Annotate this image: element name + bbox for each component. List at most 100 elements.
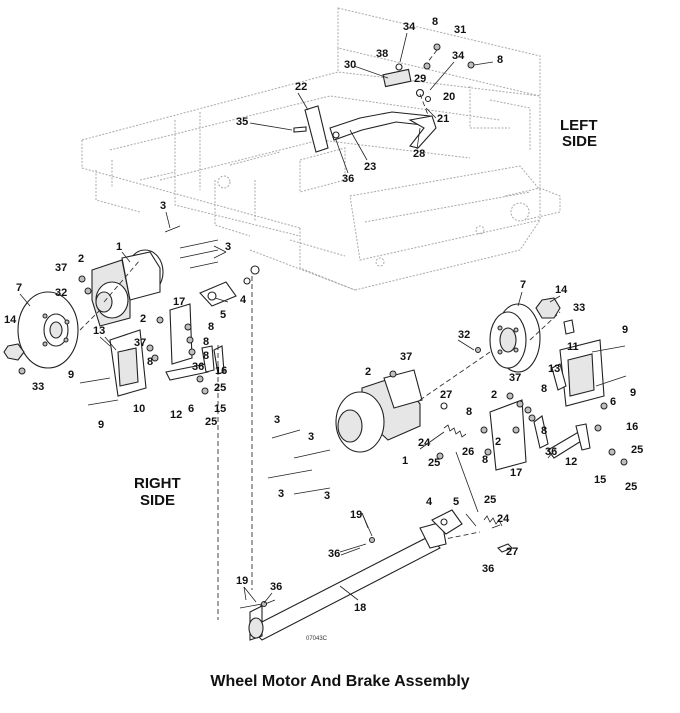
callout-37: 37: [134, 337, 146, 349]
callout-9: 9: [630, 387, 636, 399]
callout-23: 23: [364, 161, 376, 173]
callout-18: 18: [354, 602, 366, 614]
side-labels: LEFT SIDE RIGHT SIDE: [134, 117, 598, 509]
callout-31: 31: [454, 24, 466, 36]
callout-37: 37: [509, 372, 521, 384]
callout-25: 25: [205, 416, 217, 428]
callout-2: 2: [365, 366, 371, 378]
callout-36: 36: [482, 563, 494, 575]
callout-2: 2: [495, 436, 501, 448]
callout-8: 8: [203, 336, 209, 348]
callout-11: 11: [567, 341, 579, 353]
callout-7: 7: [16, 282, 22, 294]
callout-19: 19: [236, 575, 248, 587]
callout-8: 8: [541, 425, 547, 437]
callout-24: 24: [497, 513, 510, 525]
callout-10: 10: [133, 403, 145, 415]
callout-3: 3: [278, 488, 284, 500]
callout-19: 19: [350, 509, 362, 521]
right-side-assembly: [3, 225, 260, 620]
callout-27: 27: [506, 546, 518, 558]
callout-2: 2: [140, 313, 146, 325]
callout-8: 8: [203, 350, 209, 362]
callout-8: 8: [541, 383, 547, 395]
callout-33: 33: [573, 302, 585, 314]
callout-36: 36: [192, 361, 204, 373]
callout-32: 32: [55, 287, 67, 299]
callout-22: 22: [295, 81, 307, 93]
callout-16: 16: [215, 365, 227, 377]
callout-2: 2: [491, 389, 497, 401]
callout-26: 26: [462, 446, 474, 458]
callout-8: 8: [497, 54, 503, 66]
callout-21: 21: [437, 113, 449, 125]
drawing-code: 07043C: [306, 636, 328, 642]
callout-9: 9: [622, 324, 628, 336]
callout-4: 4: [240, 294, 247, 306]
brake-lever-group: [293, 43, 475, 153]
callout-6: 6: [188, 403, 194, 415]
callout-34: 34: [452, 50, 465, 62]
callout-labels: 34 8 31 38 34 8 30 29 20 22 21 35 28 23 …: [4, 16, 643, 614]
callout-36: 36: [270, 581, 282, 593]
callout-33: 33: [32, 381, 44, 393]
callout-12: 12: [170, 409, 182, 421]
right-side-label-line2: SIDE: [140, 492, 175, 509]
brake-rod-assembly: [239, 509, 513, 641]
diagram-caption: Wheel Motor And Brake Assembly: [210, 673, 470, 690]
callout-25: 25: [625, 481, 637, 493]
callout-6: 6: [610, 396, 616, 408]
callout-30: 30: [344, 59, 356, 71]
callout-35: 35: [236, 116, 248, 128]
callout-8: 8: [432, 16, 438, 28]
callout-13: 13: [548, 363, 560, 375]
callout-12: 12: [565, 456, 577, 468]
callout-36: 36: [342, 173, 354, 185]
callout-2: 2: [78, 253, 84, 265]
callout-9: 9: [98, 419, 104, 431]
callout-15: 15: [214, 403, 226, 415]
callout-24: 24: [418, 437, 431, 449]
callout-28: 28: [413, 148, 425, 160]
right-side-label-line1: RIGHT: [134, 475, 181, 492]
callout-25: 25: [484, 494, 496, 506]
callout-16: 16: [626, 421, 638, 433]
callout-36: 36: [545, 446, 557, 458]
callout-14: 14: [4, 314, 17, 326]
callout-3: 3: [160, 200, 166, 212]
callout-15: 15: [594, 474, 606, 486]
callout-8: 8: [482, 454, 488, 466]
callout-32: 32: [458, 329, 470, 341]
callout-9: 9: [68, 369, 74, 381]
callout-14: 14: [555, 284, 568, 296]
callout-5: 5: [453, 496, 459, 508]
left-side-label-line2: SIDE: [562, 133, 597, 150]
callout-37: 37: [55, 262, 67, 274]
callout-13: 13: [93, 325, 105, 337]
callout-3: 3: [225, 241, 231, 253]
callout-1: 1: [116, 241, 122, 253]
callout-37: 37: [400, 351, 412, 363]
callout-25: 25: [214, 382, 226, 394]
callout-leaders: [19, 32, 561, 604]
callout-8: 8: [466, 406, 472, 418]
left-side-assembly: [267, 297, 628, 541]
callout-27: 27: [440, 389, 452, 401]
callout-8: 8: [147, 356, 153, 368]
callout-4: 4: [426, 496, 433, 508]
callout-34: 34: [403, 21, 416, 33]
callout-1: 1: [402, 455, 408, 467]
callout-5: 5: [220, 309, 226, 321]
callout-20: 20: [443, 91, 455, 103]
callout-38: 38: [376, 48, 388, 60]
callout-3: 3: [308, 431, 314, 443]
callout-17: 17: [173, 296, 185, 308]
callout-25: 25: [428, 457, 440, 469]
callout-25: 25: [631, 444, 643, 456]
callout-7: 7: [520, 279, 526, 291]
left-side-label-line1: LEFT: [560, 117, 598, 134]
callout-36: 36: [328, 548, 340, 560]
callout-3: 3: [324, 490, 330, 502]
callout-29: 29: [414, 73, 426, 85]
